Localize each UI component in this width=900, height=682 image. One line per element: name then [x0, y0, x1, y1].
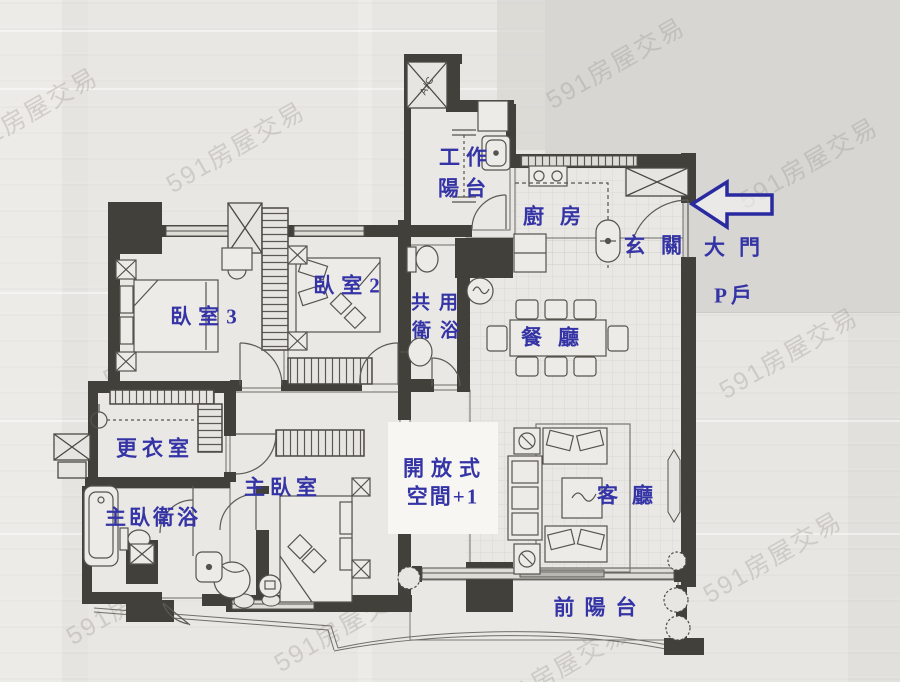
room-label-dining: 餐廳 [521, 325, 595, 350]
dressing-closet [109, 389, 223, 453]
sofa-top-icon [542, 427, 608, 465]
master-bedroom-door [235, 433, 277, 475]
site-boundary-lines [93, 607, 669, 652]
entry-closet-x-box [625, 167, 689, 197]
room-label-living: 客廳 [597, 483, 667, 508]
windows [165, 155, 681, 610]
room-label-bedroom3: 臥室3 [170, 304, 244, 329]
doors [159, 194, 689, 626]
main-entry-door [629, 199, 689, 259]
basin-icon [400, 337, 433, 367]
nightstand-x-box [115, 259, 137, 280]
fridge-icon [513, 233, 547, 273]
armchair-icon [213, 561, 251, 599]
drying-rack-icon [452, 129, 476, 203]
nightstand-x-box [287, 245, 308, 265]
toilet-icon [406, 245, 439, 273]
clothes-rod-icon [90, 404, 198, 429]
room-label-work-balcony-line1: 工作 [439, 145, 493, 170]
balcony-sliding-door [421, 567, 675, 580]
bedroom2-wardrobe [287, 357, 373, 385]
side-table-icon [258, 574, 282, 598]
master-wardrobe [275, 429, 365, 457]
ac-closet-box [406, 61, 448, 109]
room-label-work-balcony-line2: 陽台 [438, 176, 492, 201]
desk-chair-icon [221, 247, 253, 280]
nightstand-x-box [115, 351, 137, 372]
tv-cabinet-icon [667, 449, 681, 523]
plant-icon [466, 277, 494, 305]
nightstand-x-box [351, 477, 371, 497]
open-space-label-box [388, 422, 498, 534]
shared-bath-door [431, 357, 461, 387]
laundry-sink-icon [477, 100, 511, 171]
room-label-bedroom2: 臥室2 [313, 273, 387, 298]
master-bed-icon [279, 495, 353, 603]
room-label-open-space-line1: 開放式 [403, 456, 487, 481]
room-label-kitchen: 廚房 [523, 204, 597, 229]
main-entrance-arrow-icon [688, 178, 774, 231]
bathtub-icon [83, 485, 119, 567]
exterior-ledge-x-box [53, 433, 91, 479]
room-label-dressing: 更衣室 [116, 436, 194, 461]
label-unit-p: P戶 [714, 283, 756, 308]
stove-icon [528, 165, 568, 187]
shower-partition-door [159, 486, 194, 556]
kitchen-sink-pill [595, 219, 621, 263]
end-table-lamp-icon [513, 427, 541, 455]
master-bath-door [219, 493, 257, 531]
room-label-master-bath: 主臥衛浴 [105, 505, 201, 530]
balcony-rear-door [162, 602, 191, 626]
bedroom3-door [239, 342, 283, 386]
dining-table-icon [486, 299, 629, 377]
room-label-open-space-line2: 空間+1 [406, 484, 480, 509]
bed3-icon [119, 279, 219, 353]
shrub-icons [397, 551, 691, 641]
label-main-door: 大門 [704, 235, 774, 260]
furniture [83, 100, 631, 603]
room-label-shared-bath-line2: 衛浴 [411, 320, 469, 342]
room-label-master-bedroom: 主臥室 [244, 475, 322, 500]
room-label-foyer: 玄關 [624, 233, 698, 258]
nightstand-x-box [287, 331, 308, 351]
sofa-bottom-icon [544, 525, 608, 563]
end-table-lamp-icon [513, 543, 541, 575]
room-label-front-balcony: 前陽台 [553, 595, 647, 620]
coffee-table-icon [561, 477, 603, 519]
shaft-x-box [129, 543, 155, 565]
room-label-shared-bath-line1: 共用 [410, 292, 468, 314]
basin-icon [195, 551, 223, 583]
work-balcony-door [471, 194, 507, 230]
bedroom2-door [359, 342, 399, 386]
nightstand-x-box [351, 559, 371, 579]
wardrobe-ladder [261, 207, 289, 351]
closet-x-box [227, 202, 263, 254]
sofa-chaise-icon [507, 455, 543, 541]
